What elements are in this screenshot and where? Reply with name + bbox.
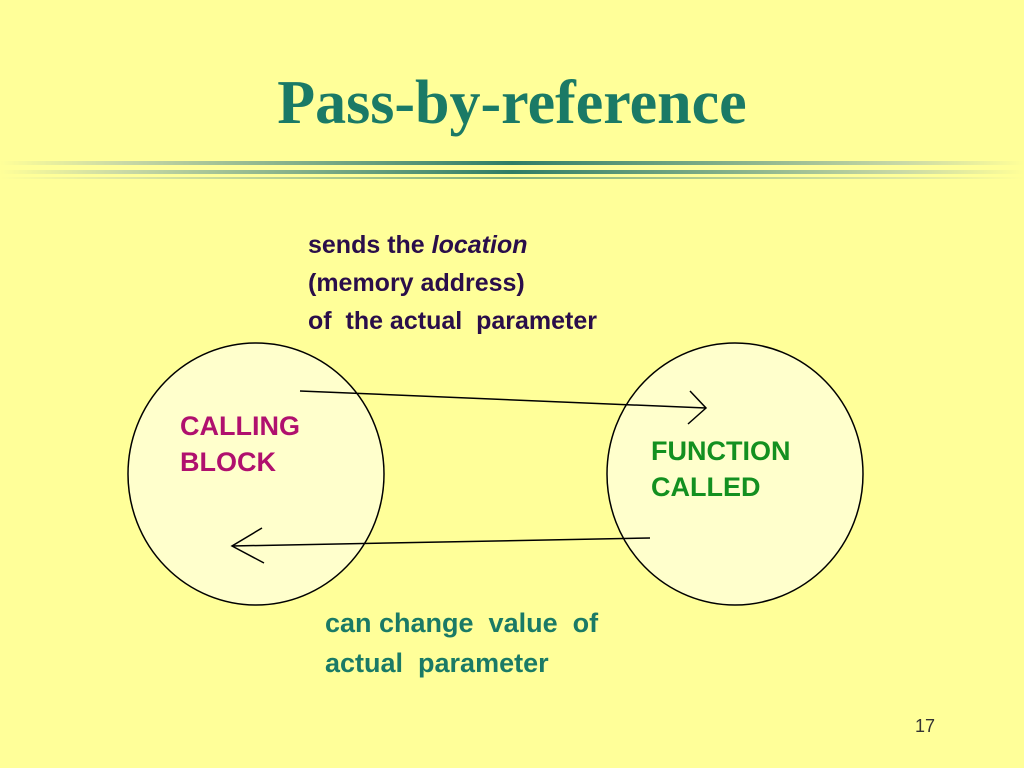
title-divider <box>0 177 1024 179</box>
title-divider <box>0 170 1024 174</box>
title-divider <box>0 161 1024 165</box>
top-annotation-line-3: of the actual parameter <box>308 307 597 335</box>
top-annotation: sends the location (memory address) of t… <box>308 226 597 340</box>
top-annotation-line-1: sends the location <box>308 226 597 264</box>
top-annotation-emphasis: location <box>431 231 528 259</box>
function-called-label-line-1: FUNCTION <box>651 436 791 466</box>
calling-block-circle <box>127 342 385 606</box>
slide-title: Pass-by-reference <box>277 69 747 137</box>
bottom-annotation: can change value of actual parameter <box>325 603 598 683</box>
page-number: 17 <box>915 716 936 736</box>
calling-block-label: CALLING BLOCK <box>180 408 300 480</box>
bottom-annotation-line-1: can change value of <box>325 608 599 638</box>
function-called-circle <box>606 342 864 606</box>
top-annotation-line-2: (memory address) <box>308 269 525 297</box>
arrow-to-function <box>299 390 708 425</box>
calling-block-label-line-1: CALLING <box>180 411 300 441</box>
calling-block-label-line-2: BLOCK <box>180 447 276 477</box>
arrow-to-calling-block <box>230 527 651 564</box>
bottom-annotation-line-2: actual parameter <box>325 648 549 678</box>
function-called-label-line-2: CALLED <box>651 472 761 502</box>
function-called-label: FUNCTION CALLED <box>651 433 790 505</box>
top-annotation-prefix: sends the <box>308 231 432 259</box>
